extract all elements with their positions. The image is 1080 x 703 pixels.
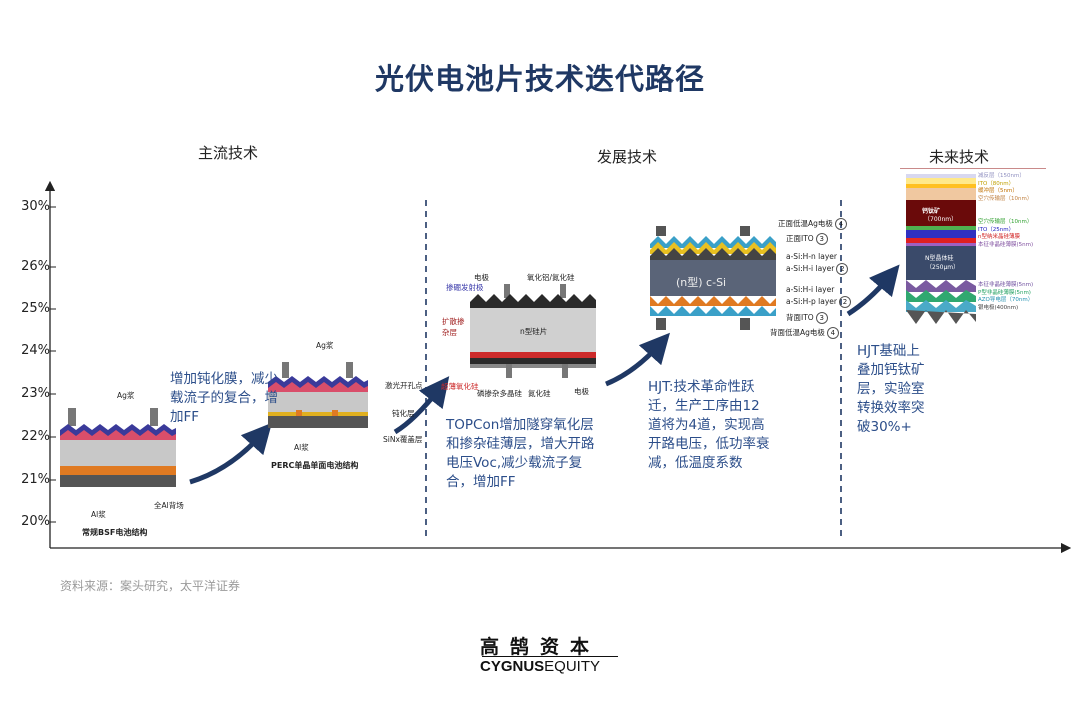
perovskite-bottom-labels: 本征非晶硅薄膜(5nm) P型非晶硅薄膜(5nm) AZO导电层（70nm） 银…	[978, 282, 1033, 312]
perovskite-label: 银电极(400nm)	[978, 304, 1019, 311]
perovskite-layer-label: 钙钛矿	[922, 208, 941, 215]
perc-label-passivation: 钝化层	[392, 409, 415, 418]
bsf-label-ag: Ag浆	[117, 391, 135, 400]
perovskite-layer-thickness: （700nm）	[924, 216, 958, 223]
perc-caption: PERC单晶单面电池结构	[271, 461, 359, 470]
bsf-label-bsf: 全Al背场	[154, 501, 184, 510]
topcon-label-electrode: 电极	[474, 273, 489, 282]
y-tick-label: 26%	[21, 259, 50, 274]
bsf-label-al: Al浆	[91, 510, 106, 519]
section-future: 未来技术	[929, 148, 990, 166]
perc-note: 增加钝化膜，减少载流子的复合，增加FF	[170, 371, 278, 425]
perovskite-label: 本征非晶硅薄膜(5nm)	[978, 282, 1034, 288]
perc-label-al: Al浆	[294, 443, 309, 452]
perovskite-label: 缓冲层（5nm）	[978, 188, 1018, 194]
perovskite-top-labels: 减反层（150nm） ITO（80nm） 缓冲层（5nm） 空穴传输层（10nm…	[978, 173, 1032, 203]
perc-cell-diagram	[268, 362, 368, 428]
page-title: 光伏电池片技术迭代路径	[374, 62, 705, 96]
topcon-label-bottom-electrode: 电极	[574, 387, 589, 396]
topcon-note: TOPCon增加隧穿氧化层和掺杂硅薄层，增大开路电压Voc,减少载流子复合，增加…	[446, 417, 595, 490]
perovskite-label: 减反层（150nm）	[978, 173, 1025, 179]
hjt-note: HJT:技术革命性跃迁，生产工序由12道将为4道，实现高开路电压，低功率衰减，低…	[648, 379, 770, 471]
perovskite-label: 空穴传输层（10nm）	[978, 195, 1033, 202]
y-tick-label: 20%	[21, 514, 50, 529]
perc-label-sinx: SiNx覆盖层	[383, 435, 423, 444]
topcon-label-alox: 氧化铝/氮化硅	[527, 273, 575, 282]
section-developing: 发展技术	[597, 148, 658, 166]
topcon-label-body: n型硅片	[520, 327, 548, 336]
y-tick-label: 25%	[21, 301, 50, 316]
bsf-cell-diagram	[60, 408, 176, 487]
silicon-layer-label: N型晶体硅	[925, 255, 954, 262]
topcon-label-diffusion: 扩散掺杂层	[442, 317, 465, 337]
topcon-label-tunnel: 超薄氧化硅	[441, 382, 479, 391]
perovskite-label: 本征非晶硅薄膜(5nm)	[978, 241, 1034, 248]
silicon-layer-thickness: （250μm）	[926, 264, 960, 271]
arrow-topcon-to-hjt	[605, 332, 670, 387]
topcon-label-boron: 掺硼发射极	[446, 283, 484, 292]
perovskite-label: n型纳米晶硅薄膜	[978, 234, 1020, 240]
hjt-layer-label: a-Si:H-n layer	[786, 252, 837, 261]
source-note: 资料来源：案头研究，太平洋证券	[60, 579, 241, 593]
y-tick-label: 24%	[21, 343, 50, 358]
hjt-layer-label: a-Si:H-i layer	[786, 285, 835, 294]
arrow-hjt-to-perovskite	[846, 264, 900, 317]
section-underline	[900, 168, 1046, 169]
y-tick-label: 23%	[21, 386, 50, 401]
hjt-cell-diagram	[650, 226, 776, 330]
logo-chinese: 高鹄资本	[479, 636, 600, 658]
section-mainstream: 主流技术	[198, 144, 259, 162]
topcon-label-poly: 磷掺杂多晶硅	[477, 389, 522, 398]
hjt-body-label: (n型) c-Si	[676, 276, 727, 289]
perovskite-note: HJT基础上叠加钙钛矿层，实验室转换效率突破30%+	[857, 343, 925, 435]
y-tick-label: 22%	[21, 429, 50, 444]
topcon-cell-diagram	[470, 284, 596, 378]
perovskite-mid-labels: 空穴传输层（10nm） ITO（25nm） n型纳米晶硅薄膜 本征非晶硅薄膜(5…	[978, 219, 1033, 249]
perovskite-label: P型非晶硅薄膜(5nm)	[978, 289, 1031, 296]
perc-label-ag: Ag浆	[316, 341, 334, 350]
y-tick-label: 21%	[21, 472, 50, 487]
y-tick-label: 30%	[21, 199, 50, 214]
perovskite-cell-diagram	[906, 174, 976, 324]
perovskite-label: AZO导电层（70nm）	[978, 297, 1034, 303]
logo-divider	[482, 656, 618, 657]
perovskite-label: ITO（25nm）	[978, 226, 1015, 233]
arrow-bsf-to-perc	[189, 422, 272, 485]
perovskite-label: 空穴传输层（10nm）	[978, 219, 1033, 225]
logo-english: CYGNUSEQUITY	[479, 658, 601, 675]
bsf-caption: 常规BSF电池结构	[82, 528, 148, 537]
perovskite-label: ITO（80nm）	[978, 180, 1015, 187]
arrow-perc-to-topcon	[393, 376, 450, 435]
perc-label-laser: 激光开孔点	[385, 381, 423, 390]
topcon-label-sin: 氮化硅	[528, 389, 551, 398]
